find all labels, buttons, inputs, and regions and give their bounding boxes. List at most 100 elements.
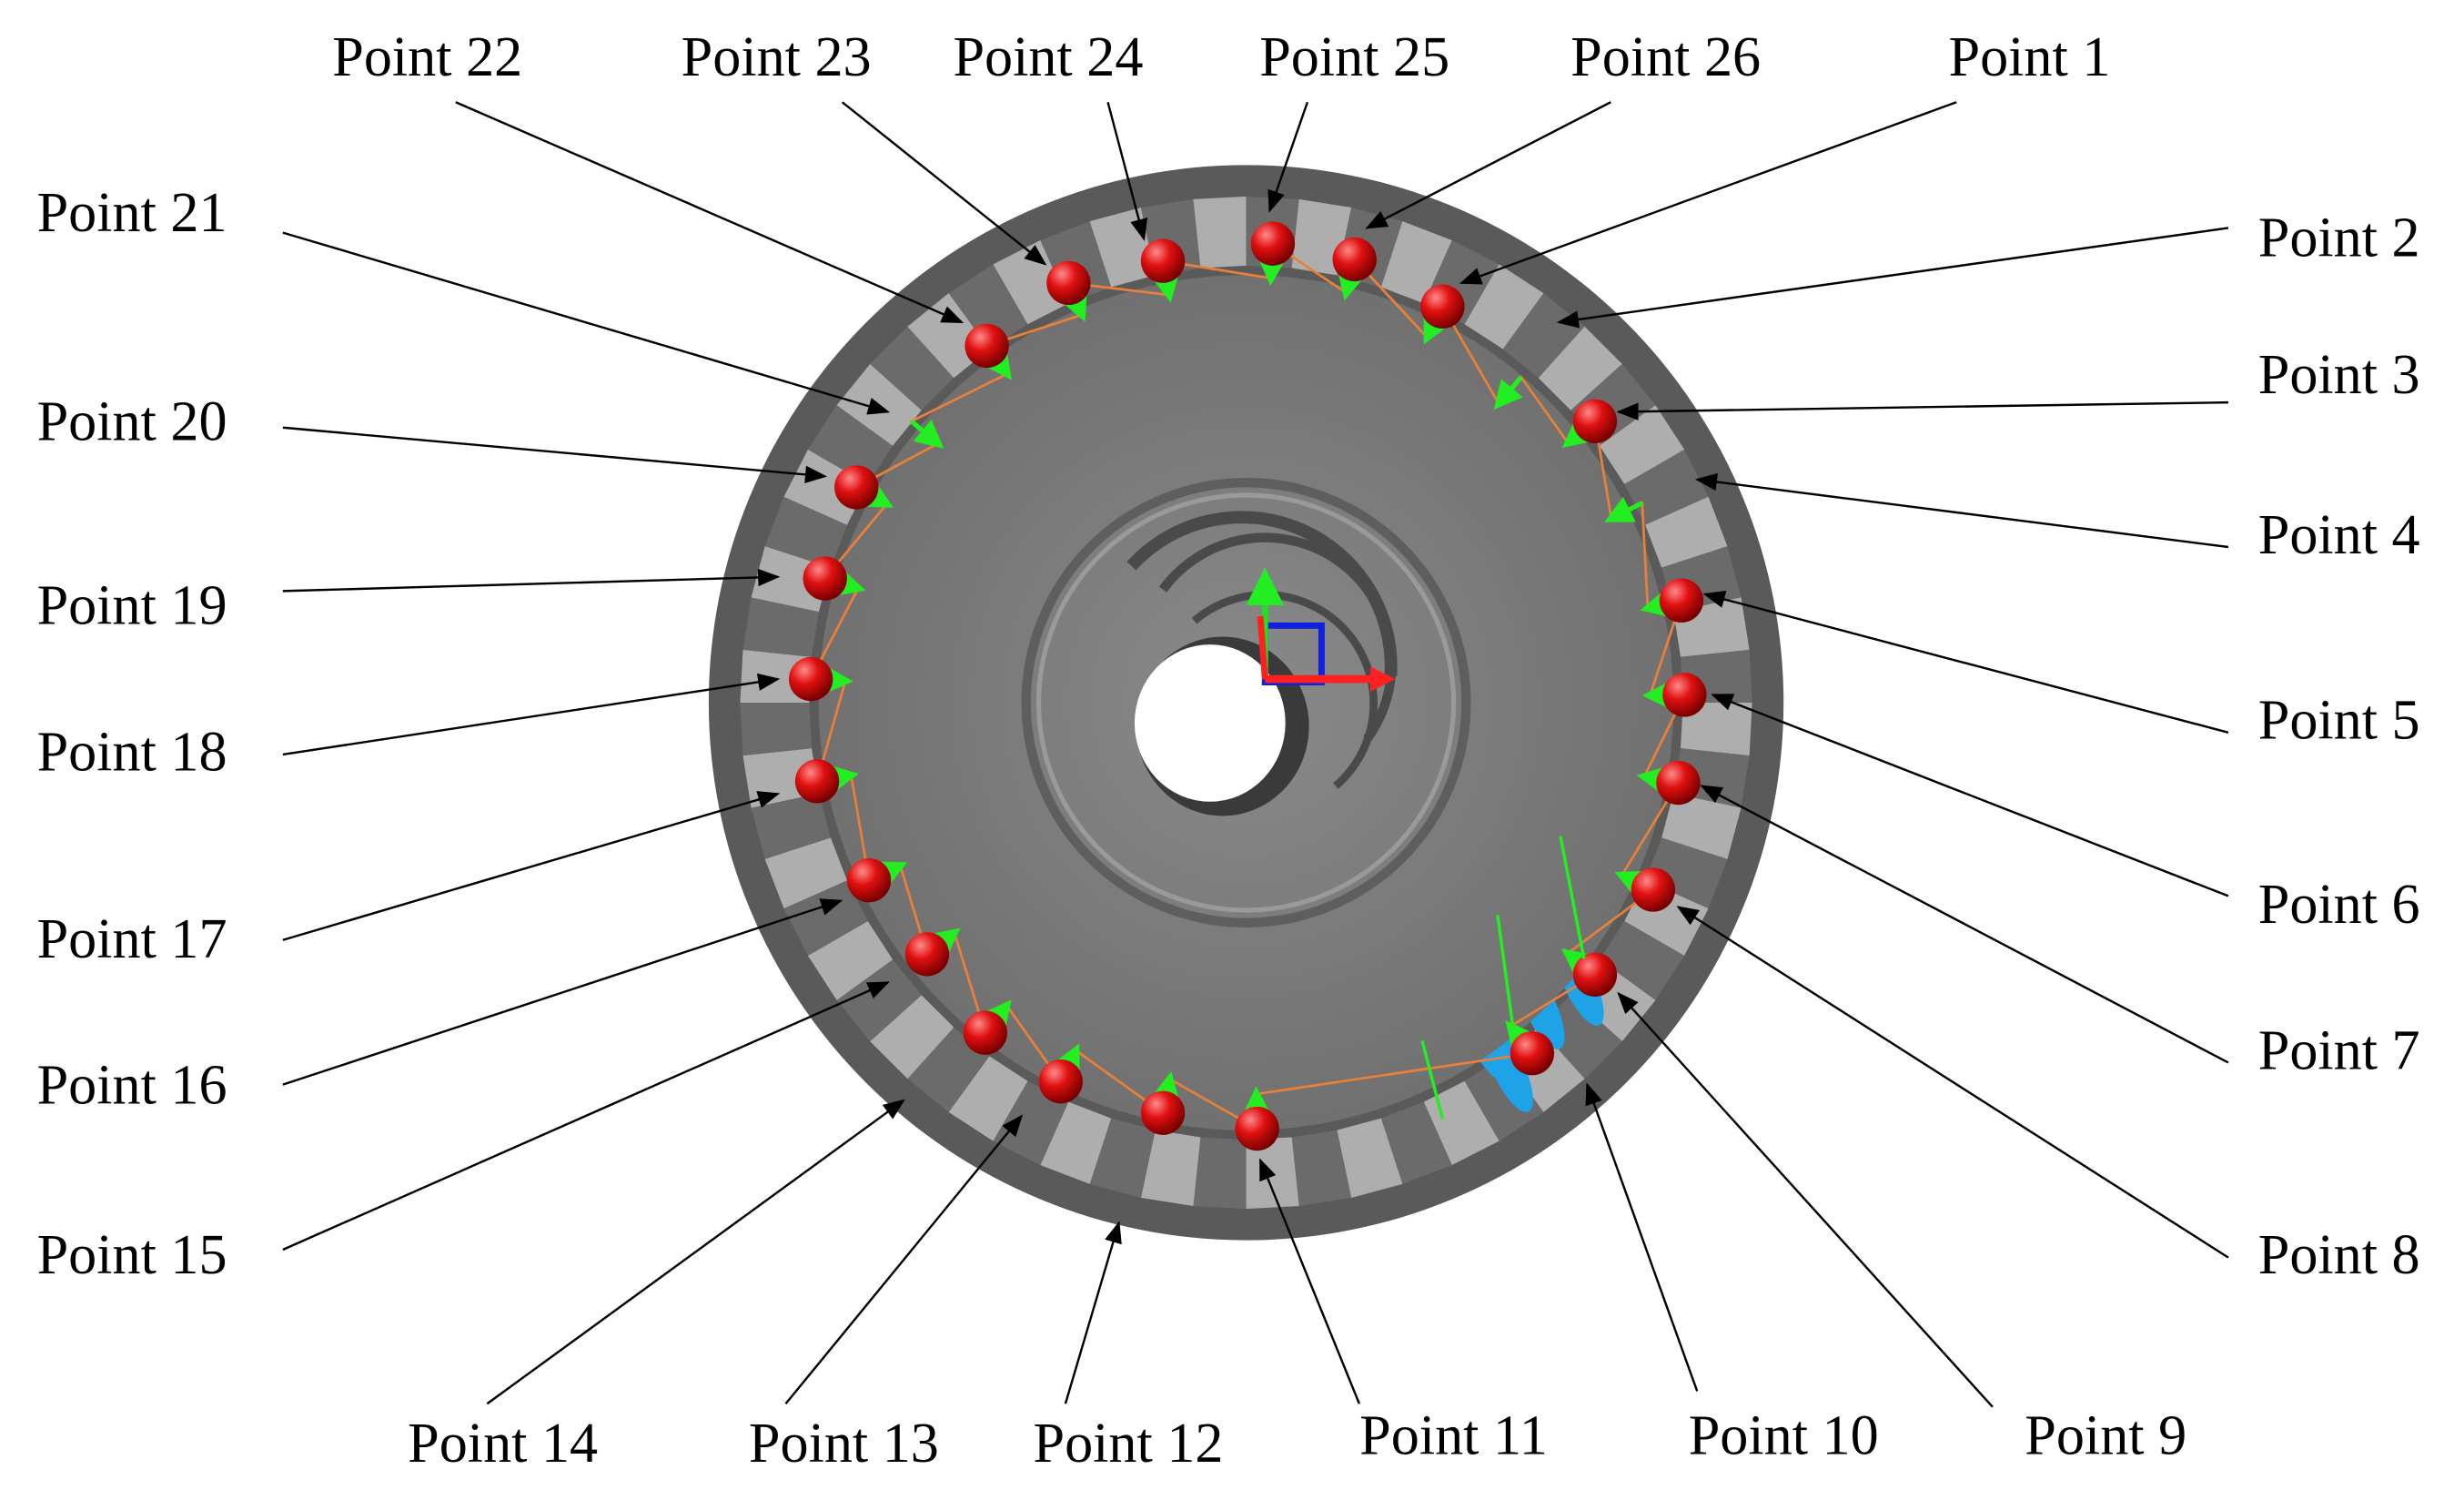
leader-line-point-18 <box>282 673 781 756</box>
label-point-6: Point 6 <box>2258 874 2420 936</box>
leader-line-point-17 <box>282 791 781 941</box>
label-point-13: Point 13 <box>749 1413 939 1475</box>
label-point-25: Point 25 <box>1259 26 1449 88</box>
probe-ball-point-7 <box>1656 760 1701 806</box>
gear-tooth-gap <box>1193 1137 1247 1210</box>
gear-tooth <box>1380 221 1452 304</box>
probe-ball-point-20 <box>834 465 879 510</box>
label-point-2: Point 2 <box>2258 208 2420 269</box>
leader-line-point-25 <box>1267 101 1309 213</box>
label-point-5: Point 5 <box>2258 690 2420 752</box>
hub-ring <box>1021 478 1471 927</box>
probe-ball-point-1 <box>1420 284 1465 329</box>
leader-line-point-1 <box>1459 101 1957 285</box>
gear-tooth-gap <box>1599 921 1685 1000</box>
gear-tooth <box>1040 1101 1112 1184</box>
gear-tooth <box>1661 793 1742 859</box>
leader-line-point-16 <box>282 898 843 1086</box>
probe-ball-point-24 <box>1140 238 1186 283</box>
probe-ball-point-18 <box>788 656 833 702</box>
label-point-20: Point 20 <box>37 391 227 453</box>
leader-line-point-9 <box>1617 991 1994 1408</box>
gear-tooth <box>1538 326 1622 410</box>
label-point-14: Point 14 <box>408 1413 598 1475</box>
gear-tooth <box>807 921 894 1000</box>
label-point-15: Point 15 <box>37 1224 227 1286</box>
measurement-points <box>788 221 1707 1151</box>
leader-line-point-3 <box>1616 400 2228 421</box>
label-point-19: Point 19 <box>37 575 227 637</box>
gear-tooth-gap <box>740 702 813 756</box>
probe-ball-point-12 <box>1140 1090 1186 1135</box>
coordinate-axes-icon <box>1246 567 1396 692</box>
label-point-16: Point 16 <box>37 1054 227 1116</box>
probe-ball-point-10 <box>1510 1030 1555 1076</box>
z-axis-icon <box>1257 615 1268 680</box>
label-point-7: Point 7 <box>2258 1019 2420 1081</box>
leader-line-point-20 <box>282 426 828 483</box>
leader-line-point-24 <box>1106 101 1148 241</box>
gear-tooth-gap <box>907 1027 990 1112</box>
normal-vector-extended <box>1559 836 1586 959</box>
leader-line-point-2 <box>1556 227 2229 329</box>
probe-ball-point-6 <box>1662 673 1707 717</box>
probe-ball-point-22 <box>964 323 1009 369</box>
probe-ball-point-8 <box>1631 867 1676 912</box>
gear-tooth <box>1464 264 1544 350</box>
leader-line-point-15 <box>282 981 890 1252</box>
probe-ball-point-16 <box>846 857 892 903</box>
probe-ball-point-15 <box>904 932 950 977</box>
gear-tooth-gap <box>742 597 819 657</box>
label-point-22: Point 22 <box>332 26 522 88</box>
label-point-18: Point 18 <box>37 721 227 783</box>
hub-groove <box>1191 591 1378 789</box>
leader-line-point-10 <box>1585 1082 1699 1392</box>
gear-tooth-gap <box>807 405 894 484</box>
gear-tooth-gap <box>870 326 954 410</box>
gear-tooth-gap <box>1464 1056 1544 1141</box>
label-point-8: Point 8 <box>2258 1224 2420 1286</box>
gear-tooth <box>1645 496 1728 568</box>
gear-tooth <box>993 239 1069 325</box>
leader-lines <box>282 101 2229 1408</box>
gear-tooth <box>1681 702 1752 756</box>
label-point-24: Point 24 <box>953 26 1143 88</box>
leader-line-point-4 <box>1694 472 2229 549</box>
probe-ball-point-14 <box>963 1010 1008 1055</box>
label-point-12: Point 12 <box>1034 1413 1224 1475</box>
probe-ball-point-25 <box>1250 221 1296 266</box>
leader-line-point-19 <box>282 568 781 593</box>
probe-ball-point-19 <box>803 556 847 601</box>
gear-tooth <box>1193 196 1247 269</box>
bore-hole <box>1134 644 1286 802</box>
normal-vector-point-2 <box>1493 375 1523 410</box>
gear-tooth-gap <box>783 880 868 957</box>
leader-line-point-26 <box>1365 101 1611 229</box>
hub-groove <box>1158 532 1397 742</box>
gear-tooth <box>764 837 847 909</box>
normal-vector-point-21 <box>910 419 944 449</box>
normal-vector-extended <box>1496 914 1515 1030</box>
gear-tooth-gap <box>1645 837 1728 909</box>
gear-tooth <box>1423 1080 1500 1166</box>
gear-tooth-gap <box>1624 449 1709 525</box>
normal-vector-extended <box>1420 1039 1445 1120</box>
gear-tooth <box>1599 405 1685 484</box>
gear-tooth-gap <box>1291 1130 1352 1207</box>
leader-line-point-14 <box>486 1099 906 1405</box>
leader-line-point-22 <box>455 101 964 324</box>
leader-line-point-8 <box>1676 906 2229 1259</box>
label-point-21: Point 21 <box>37 182 227 244</box>
hub-ring-highlight <box>1035 492 1457 913</box>
x-axis-arrowhead-icon <box>1369 666 1396 692</box>
probe-ball-point-13 <box>1038 1059 1083 1104</box>
probe-ball-point-5 <box>1659 578 1704 623</box>
gear-tooth-gap <box>948 264 1028 350</box>
normal-vector-point-4 <box>1604 496 1643 522</box>
gear-tooth <box>870 995 954 1079</box>
gear-tooth-gap <box>751 793 831 859</box>
label-point-26: Point 26 <box>1570 26 1761 88</box>
probe-ball-point-17 <box>794 759 840 804</box>
